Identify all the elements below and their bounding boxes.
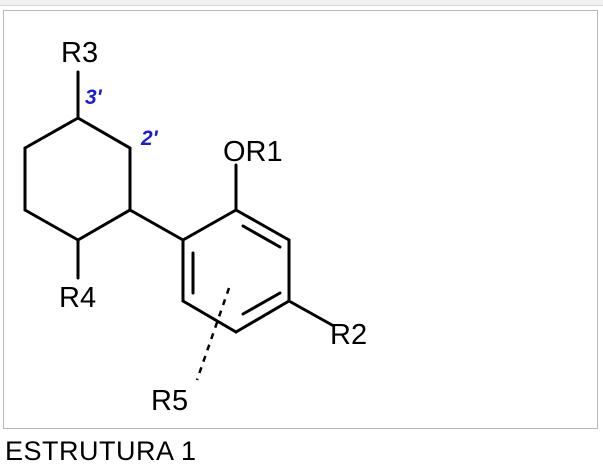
label-r4: R4	[59, 282, 96, 314]
bond-ar-2	[234, 208, 291, 242]
structure-figure-frame	[3, 10, 598, 429]
bond-ring-link	[128, 208, 185, 242]
position-label-2prime: 2'	[140, 127, 159, 150]
bond-c6-c5	[23, 208, 80, 242]
bond-c3-c2	[76, 116, 132, 150]
label-r3: R3	[61, 37, 98, 69]
benzene-ring	[181, 208, 291, 334]
bond-c1-c6	[76, 208, 132, 242]
label-r5: R5	[151, 385, 188, 417]
figure-caption: ESTRUTURA 1	[5, 436, 197, 466]
label-or1: OR1	[223, 136, 283, 168]
bond-ar-5	[181, 299, 238, 334]
double-bond-inner-2	[241, 291, 282, 316]
bond-r2	[287, 299, 334, 327]
bond-c4-c3	[23, 116, 80, 150]
cyclohexane-ring	[23, 116, 132, 242]
bond-ar-1	[181, 208, 238, 242]
double-bond-inner-1	[241, 224, 282, 249]
top-divider	[0, 0, 603, 6]
label-r2: R2	[330, 319, 367, 351]
position-label-3prime: 3'	[85, 86, 103, 109]
bond-ar-4	[234, 299, 291, 334]
bond-r5-dashed	[195, 287, 231, 381]
